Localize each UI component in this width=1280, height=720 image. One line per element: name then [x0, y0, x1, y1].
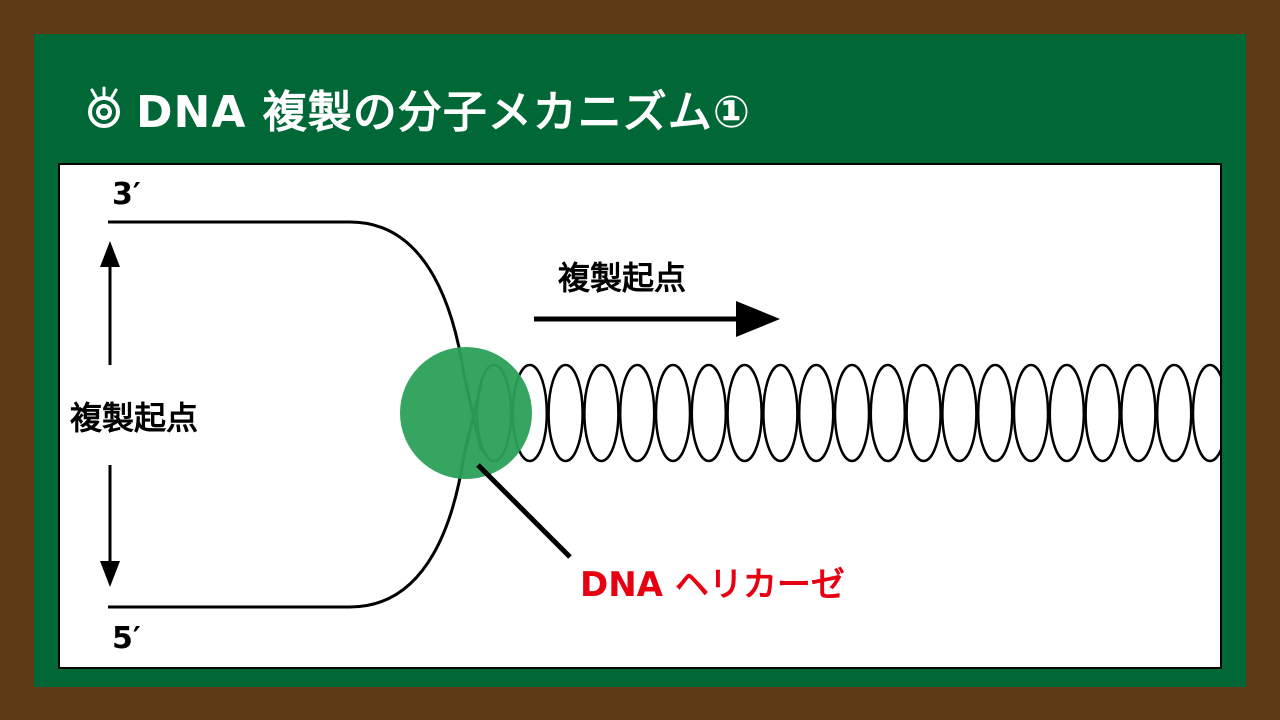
helix-coil	[1048, 363, 1086, 463]
helix-coil	[905, 363, 942, 463]
end-label-top: 3′	[112, 177, 141, 212]
dna-diagram	[100, 220, 1220, 609]
helix-coil	[869, 363, 907, 463]
helicase-pointer-line	[476, 463, 572, 559]
helix-coil	[833, 363, 871, 463]
left-origin-label: 複製起点	[70, 399, 199, 437]
helix-coil	[1155, 363, 1193, 463]
swirl-icon	[88, 86, 120, 128]
helix-coil	[654, 363, 692, 463]
helix-coil	[1012, 363, 1050, 463]
helix-coil	[1084, 363, 1121, 463]
helicase-circle	[400, 347, 532, 479]
page-title-text: DNA 複製の分子メカニズム①	[136, 87, 751, 138]
helix-coil	[583, 363, 620, 463]
direction-arrow	[534, 301, 780, 337]
helix-coil	[618, 363, 656, 463]
helix-coil	[976, 363, 1014, 463]
helix-coil	[941, 363, 978, 463]
helix-coil	[726, 363, 763, 463]
arrow-origin-label: 複製起点	[558, 259, 687, 297]
helix-coil	[1120, 363, 1157, 463]
helix-coil	[762, 363, 799, 463]
diagram-panel: 3′ 5′ 複製起点 複製起点 DNA ヘリカーゼ	[58, 163, 1222, 669]
helix-coil	[797, 363, 835, 463]
end-label-bottom: 5′	[112, 621, 141, 656]
dna-helix	[475, 363, 1220, 463]
helix-coil	[547, 363, 584, 463]
left-vertical-arrows	[100, 241, 120, 587]
page-title: DNA 複製の分子メカニズム①	[82, 78, 751, 138]
helicase-label: DNA ヘリカーゼ	[580, 565, 845, 605]
helix-coil	[1191, 363, 1220, 463]
helix-coil	[690, 363, 728, 463]
